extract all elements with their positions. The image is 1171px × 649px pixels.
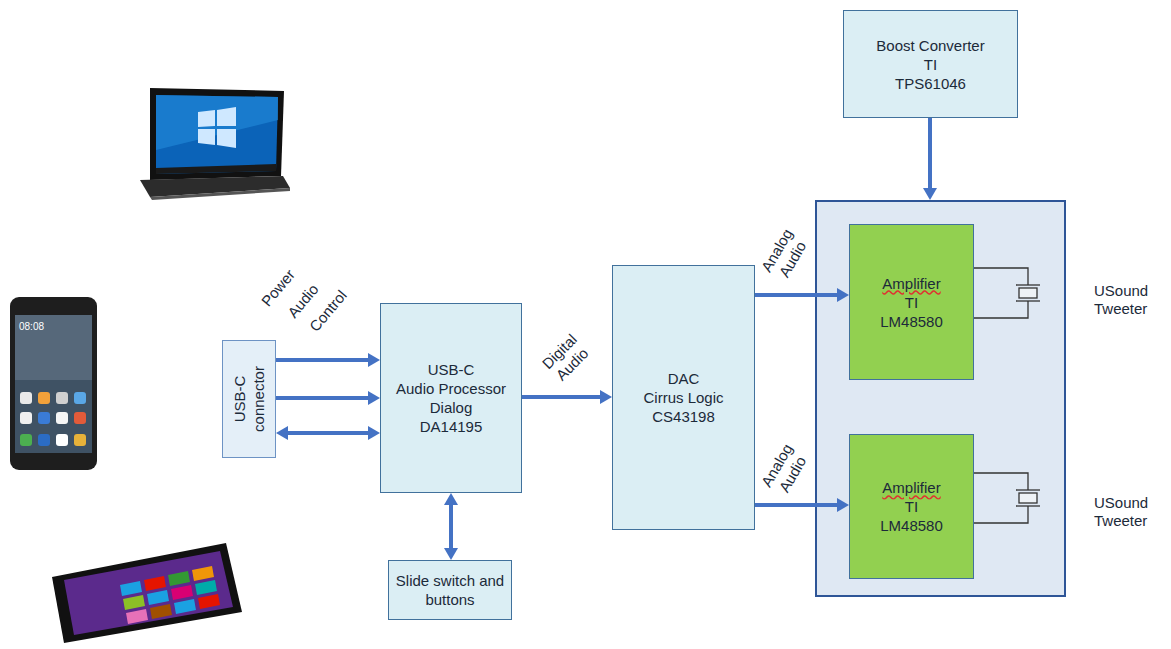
box-text: Amplifier: [882, 478, 940, 497]
box-text: USB-C: [428, 360, 475, 379]
tile: [174, 599, 196, 614]
tweeter-symbol: [1019, 288, 1037, 298]
phone-illustration: [10, 297, 97, 470]
phone-screen: [15, 315, 92, 453]
app-icon: [74, 412, 86, 424]
wire: [974, 473, 1028, 490]
tile: [198, 594, 220, 609]
tile: [195, 580, 217, 595]
box-text: Cirrus Logic: [643, 388, 723, 407]
signal-arrow: [755, 503, 837, 507]
windows-logo: [217, 129, 236, 148]
signal-arrow: [288, 431, 368, 435]
box-text: LM48580: [880, 516, 943, 535]
signal-arrow: [276, 358, 368, 362]
amplifier-box: AmplifierTILM48580: [849, 224, 974, 380]
box-text: Slide switch and buttons: [395, 571, 505, 609]
wire: [974, 506, 1028, 523]
tile: [144, 576, 166, 591]
tile: [120, 581, 142, 596]
app-icon: [20, 434, 32, 446]
app-icon: [38, 434, 50, 446]
signal-label: Analog Audio: [756, 223, 814, 288]
app-icon: [38, 392, 50, 404]
tablet-body: [52, 543, 242, 643]
box-text: TI: [905, 497, 918, 516]
tweeter-symbol: [1019, 493, 1037, 503]
app-icon: [20, 412, 32, 424]
signal-arrow: [449, 505, 453, 548]
app-icon: [56, 412, 68, 424]
laptop-screen-light: [156, 95, 278, 150]
windows-logo: [217, 107, 236, 126]
wire: [974, 301, 1028, 318]
app-icon: [74, 392, 86, 404]
part-name: USound Tweeter: [1094, 494, 1168, 530]
app-icon: [56, 434, 68, 446]
signal-label: Analog Audio: [756, 438, 814, 503]
tile: [168, 571, 190, 586]
tweeter-plate: [1016, 284, 1040, 285]
part-name: USound Tweeter: [1094, 282, 1168, 318]
box-text: DA14195: [420, 417, 483, 436]
signal-arrow: [755, 293, 837, 297]
tile: [150, 604, 172, 619]
app-icon: [74, 434, 86, 446]
connector-box: USB-C connector: [222, 340, 276, 458]
windows-logo: [198, 110, 215, 127]
screen-clock: 08:08: [19, 321, 44, 333]
signal-arrow: [522, 395, 600, 399]
tablet-screen: [64, 551, 233, 635]
box-text: TPS61046: [895, 74, 966, 93]
box-text: TI: [905, 293, 918, 312]
box-text: CS43198: [652, 407, 715, 426]
box-text: Amplifier: [882, 274, 940, 293]
amplifier-group: AmplifierTILM48580AmplifierTILM48580: [815, 200, 1066, 597]
laptop-illustration: [140, 88, 290, 200]
laptop-base-edge: [150, 188, 290, 200]
tablet-illustration: [52, 543, 242, 643]
signal-arrow: [276, 396, 368, 400]
box-text: LM48580: [880, 312, 943, 331]
tile: [126, 609, 148, 624]
box-text: Boost Converter: [876, 36, 984, 55]
tile: [147, 590, 169, 605]
phone-body: [10, 297, 97, 470]
windows-logo: [198, 129, 215, 145]
laptop-screen-bezel: [150, 88, 284, 180]
dac-box: DACCirrus LogicCS43198: [612, 265, 755, 530]
app-icon: [56, 392, 68, 404]
app-icon: [38, 412, 50, 424]
box-text: TI: [924, 55, 937, 74]
tile: [192, 566, 214, 581]
phone-screen-lower: [15, 380, 92, 453]
taskbar: [156, 164, 276, 174]
wire: [974, 268, 1028, 285]
tile: [171, 585, 193, 600]
box-text: Dialog: [430, 398, 473, 417]
box-text: Audio Processor: [396, 379, 506, 398]
laptop-screen: [156, 95, 278, 174]
box-text: DAC: [668, 369, 700, 388]
app-icon: [20, 392, 32, 404]
tweeter-plate: [1016, 489, 1040, 490]
amplifier-box: AmplifierTILM48580: [849, 434, 974, 579]
signal-label: Digital Audio: [535, 327, 597, 389]
tile: [123, 595, 145, 610]
box-text: USB-C connector: [230, 354, 268, 444]
signal-arrow: [928, 118, 932, 188]
switch-box: Slide switch and buttons: [388, 560, 512, 620]
processor-box: USB-CAudio ProcessorDialogDA14195: [380, 303, 522, 493]
converter-box: Boost ConverterTITPS61046: [843, 10, 1018, 118]
